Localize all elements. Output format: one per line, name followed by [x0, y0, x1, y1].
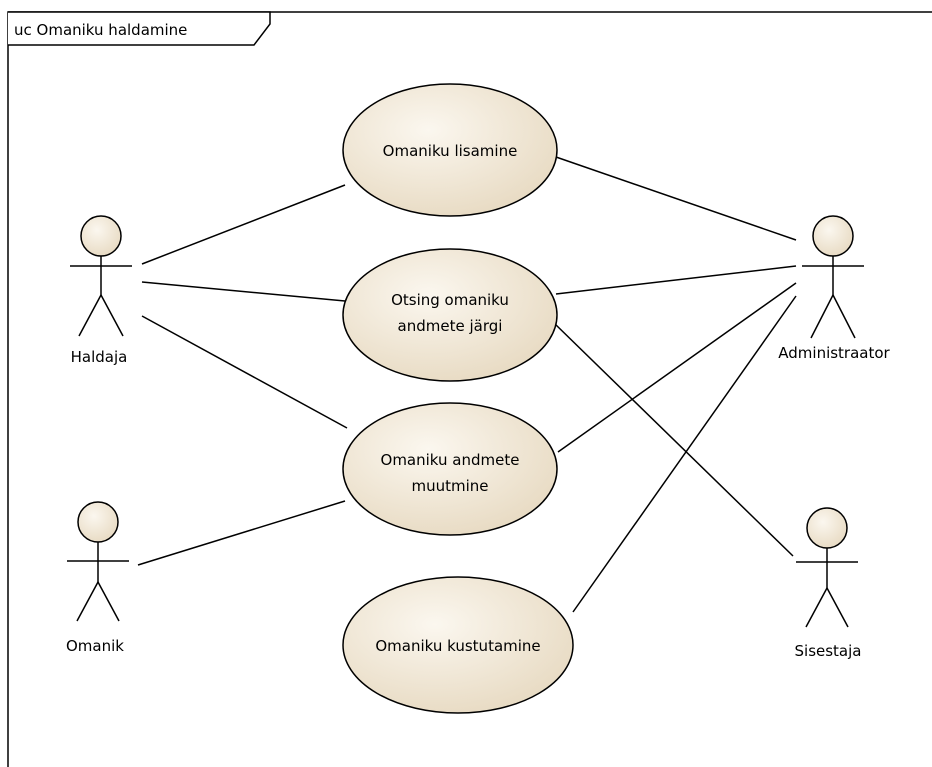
association-administraator-muutmine	[557, 282, 797, 453]
actor-name: Haldaja	[71, 348, 128, 366]
association-haldaja-otsing	[141, 281, 346, 302]
actor-head-icon	[806, 507, 848, 549]
actor-right-leg	[832, 294, 856, 339]
actor-right-leg	[826, 587, 849, 628]
association-haldaja-muutmine	[141, 315, 348, 429]
use-case-lisamine[interactable]: Omaniku lisamine	[342, 83, 558, 217]
association-administraator-lisamine	[555, 156, 797, 241]
actor-haldaja[interactable]: Haldaja	[70, 215, 132, 366]
frame-title: uc Omaniku haldamine	[14, 21, 187, 39]
actor-omanik[interactable]: Omanik	[66, 501, 129, 655]
actor-administraator[interactable]: Administraator	[778, 215, 891, 362]
association-haldaja-lisamine	[141, 184, 346, 265]
actor-head-icon	[812, 215, 854, 257]
actor-name: Sisestaja	[795, 642, 862, 660]
use-case-ellipse	[342, 402, 558, 536]
use-case-label: andmete järgi	[398, 317, 503, 335]
use-case-label: Omaniku lisamine	[383, 142, 518, 160]
use-case-label: muutmine	[411, 477, 488, 495]
use-case-label: Omaniku kustutamine	[375, 637, 540, 655]
association-administraator-otsing	[555, 265, 797, 295]
use-case-otsing[interactable]: Otsing omaniku andmete järgi	[342, 248, 558, 382]
actor-name: Administraator	[778, 344, 890, 362]
use-case-ellipse	[342, 83, 558, 217]
use-case-ellipse	[342, 248, 558, 382]
association-administraator-kustutamine	[572, 295, 797, 613]
actor-right-leg	[97, 581, 120, 622]
use-case-muutmine[interactable]: Omaniku andmete muutmine	[342, 402, 558, 536]
association-omanik-muutmine	[137, 500, 346, 566]
actor-left-leg	[78, 294, 102, 337]
use-case-ellipse	[342, 576, 574, 714]
use-case-kustutamine[interactable]: Omaniku kustutamine	[342, 576, 574, 714]
actor-head-icon	[80, 215, 122, 257]
actor-left-leg	[805, 587, 828, 628]
use-case-label: Omaniku andmete	[381, 451, 520, 469]
diagram-frame: uc Omaniku haldamine	[7, 11, 932, 767]
frame-title-tab	[8, 11, 271, 46]
use-case-label: Otsing omaniku	[391, 291, 509, 309]
associations	[137, 156, 797, 613]
actor-sisestaja[interactable]: Sisestaja	[795, 507, 862, 660]
association-sisestaja-otsing	[553, 322, 794, 557]
actor-left-leg	[810, 294, 834, 339]
actor-left-leg	[76, 581, 99, 622]
actor-right-leg	[100, 294, 124, 337]
actor-name: Omanik	[66, 637, 124, 655]
actor-head-icon	[77, 501, 119, 543]
